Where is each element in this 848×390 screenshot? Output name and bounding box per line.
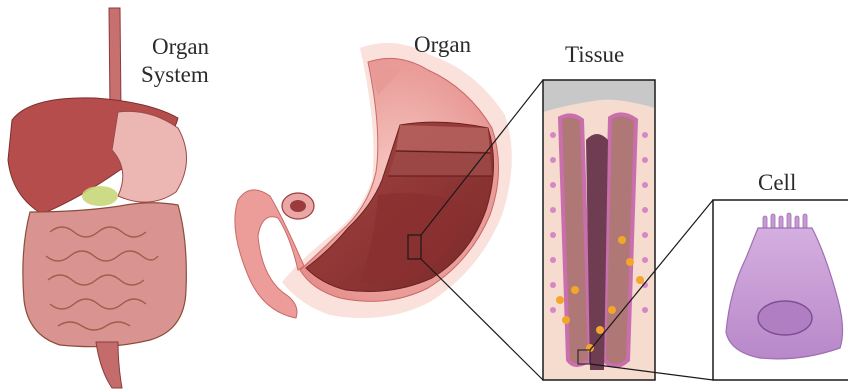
esophagus: [109, 8, 121, 112]
tissue-panel: [543, 80, 655, 380]
rectum: [96, 342, 122, 388]
label-organ: Organ: [414, 32, 471, 58]
stomach-illustration: [235, 43, 512, 318]
label-tissue: Tissue: [565, 42, 624, 68]
zoom-line-bottom: [421, 259, 543, 380]
cell-nucleus: [758, 301, 812, 335]
label-organ-system-line1: Organ: [152, 34, 209, 60]
label-organ-system-line2: System: [141, 62, 209, 88]
gallbladder: [82, 186, 118, 206]
label-cell: Cell: [758, 170, 796, 196]
cell-panel: [713, 200, 848, 380]
